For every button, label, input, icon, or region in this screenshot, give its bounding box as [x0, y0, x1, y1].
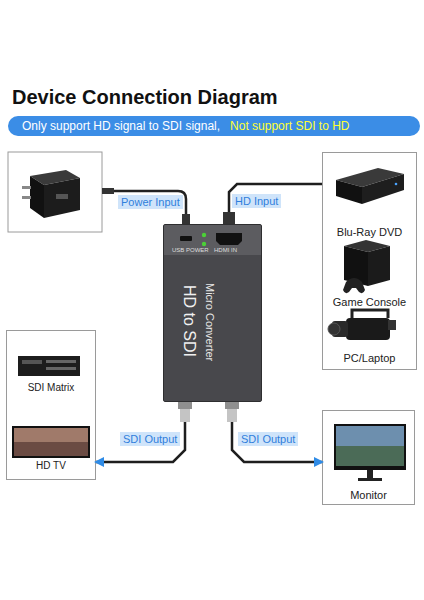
- power-cable: [102, 191, 186, 224]
- adapter-prong: [22, 196, 31, 199]
- adapter-prong: [22, 186, 31, 189]
- bnc-connector: [178, 402, 192, 409]
- device-name: Micro Converter: [204, 283, 216, 361]
- display-devices-box: SDI Matrix HD TV: [6, 330, 96, 480]
- device-caption: HD TV: [7, 460, 95, 471]
- signal-tag: SDI Output: [238, 432, 298, 446]
- source-devices-box: Blu-Ray DVD Game ConsolePC/Laptop: [322, 152, 417, 370]
- device-caption: Game Console: [323, 296, 416, 308]
- adapter-front: [44, 178, 80, 218]
- notice-banner: Only support HD signal to SDI signal, Not…: [8, 116, 420, 136]
- usb-plug: [102, 188, 114, 194]
- device-function: HD to SDI: [180, 285, 198, 357]
- bnc-connector: [180, 409, 190, 422]
- adapter-frame: [8, 152, 102, 232]
- adapter-top: [30, 170, 80, 185]
- cable-connector: [229, 184, 322, 224]
- micro-usb-plug: [182, 214, 190, 224]
- warning-text: Not support SDI to HD: [230, 119, 349, 133]
- adapter-side: [30, 176, 44, 218]
- cable-connector: [96, 402, 185, 462]
- monitor-box: Monitor: [322, 410, 415, 505]
- notice-text: Only support HD signal to SDI signal,: [22, 119, 220, 133]
- port-label: USB POWER: [172, 247, 209, 253]
- device-caption: Blu-Ray DVD: [323, 226, 416, 238]
- adapter-usb-port: [56, 194, 68, 199]
- cable-connector: [232, 402, 322, 462]
- signal-tag: Power Input: [118, 195, 183, 209]
- port-label: HDMI IN: [214, 247, 237, 253]
- signal-tag: HD Input: [232, 194, 281, 208]
- signal-tag: SDI Output: [120, 432, 180, 446]
- hdmi-plug: [223, 212, 235, 224]
- diagram-title: Device Connection Diagram: [12, 86, 278, 109]
- bnc-connector: [225, 402, 239, 409]
- converter-box: USB POWER HDMI IN Micro Converter HD to SDI: [163, 224, 262, 402]
- device-caption: Monitor: [323, 489, 414, 501]
- device-caption: PC/Laptop: [323, 352, 416, 364]
- device-caption: SDI Matrix: [7, 382, 95, 393]
- bnc-connector: [227, 409, 237, 422]
